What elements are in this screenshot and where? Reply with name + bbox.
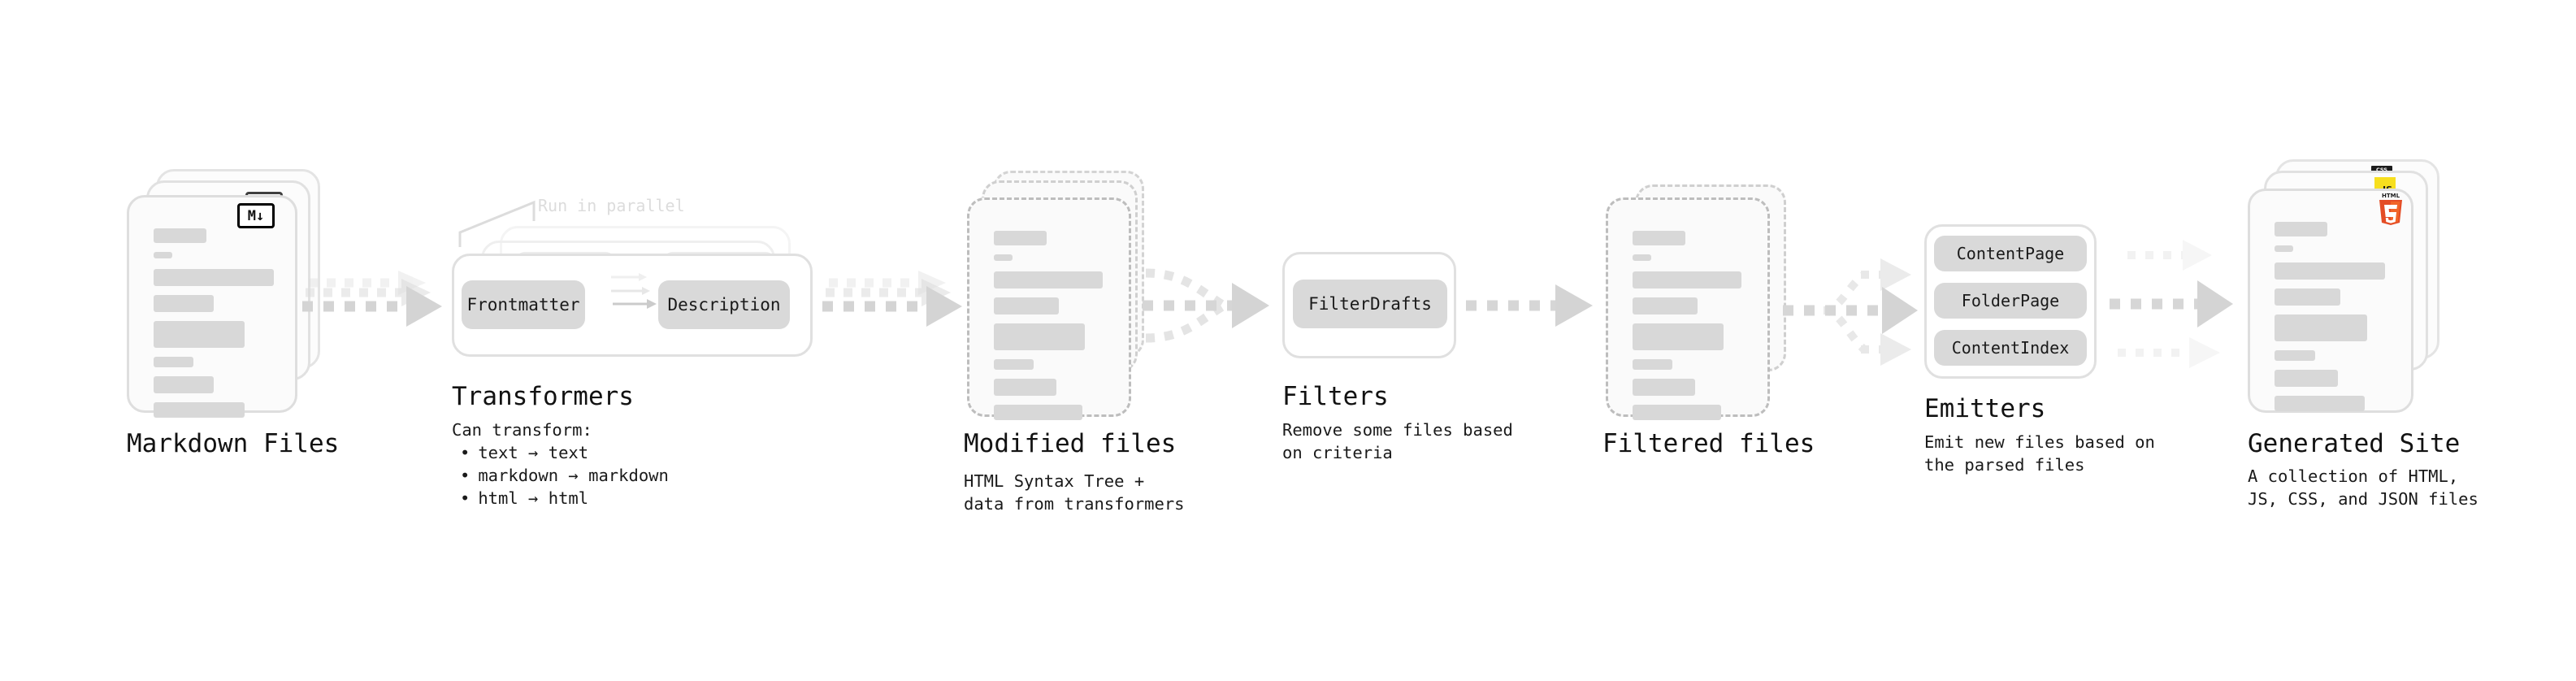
modified-files-subtitle: HTML Syntax Tree + data from transformer… <box>964 471 1185 514</box>
emitter-pill-contentpage[interactable]: ContentPage <box>1934 236 2087 271</box>
transformers-bullet-label-0: text → text <box>478 443 589 462</box>
bullet-dot: • <box>460 466 471 485</box>
stage-title-transformers: Transformers <box>452 382 634 411</box>
arrow-filtered-to-emitters-split <box>1776 236 1939 386</box>
bullet-dot: • <box>460 488 471 508</box>
bullet-dot: • <box>460 443 471 462</box>
transformers-bullet-2: • html → html <box>460 487 669 510</box>
stage-title-filtered-files: Filtered files <box>1602 429 1815 458</box>
stage-title-generated-site: Generated Site <box>2248 429 2461 458</box>
transformer-pill-frontmatter[interactable]: Frontmatter <box>462 280 585 329</box>
site-file-card <box>2248 189 2413 413</box>
transformers-bullet-label-2: html → html <box>478 488 589 508</box>
emitter-pill-contentindex[interactable]: ContentIndex <box>1934 330 2087 366</box>
site-file-skeleton <box>2275 222 2390 420</box>
svg-text:CSS: CSS <box>2376 167 2387 173</box>
html5-icon: HTML <box>2377 191 2405 225</box>
transformers-bullet-0: • text → text <box>460 441 669 464</box>
markdown-icon: M↓ <box>237 203 275 228</box>
stage-title-modified-files: Modified files <box>964 429 1177 458</box>
transformers-bullet-label-1: markdown → markdown <box>478 466 669 485</box>
filtered-file-card <box>1606 197 1770 420</box>
arrow-emitters-to-site <box>2110 229 2256 384</box>
transformers-bullet-1: • markdown → markdown <box>460 464 669 487</box>
markdown-file-card <box>127 195 297 418</box>
arrow-transformers-to-modified <box>822 268 977 349</box>
emitter-pill-folderpage[interactable]: FolderPage <box>1934 283 2087 319</box>
transformers-subtitle: Can transform: <box>452 420 592 440</box>
arrow-modified-to-filters-merge <box>1136 258 1290 364</box>
modified-file-skeleton <box>994 231 1108 429</box>
parallel-note-label: Run in parallel <box>538 196 685 215</box>
filters-subtitle: Remove some files based on criteria <box>1282 420 1513 462</box>
markdown-file-skeleton <box>154 228 274 427</box>
transformers-bullet-list: • text → text • markdown → markdown • ht… <box>460 441 669 510</box>
transformer-pill-description[interactable]: Description <box>658 280 790 329</box>
modified-file-card <box>967 197 1131 420</box>
stage-title-filters: Filters <box>1282 382 1389 411</box>
filter-pill-filterdrafts[interactable]: FilterDrafts <box>1293 280 1447 328</box>
stage-title-markdown-files: Markdown Files <box>127 429 340 458</box>
svg-text:HTML: HTML <box>2382 193 2400 199</box>
filtered-file-skeleton <box>1633 231 1746 429</box>
arrow-filters-to-filtered <box>1463 283 1607 340</box>
arrow-markdown-to-transformers <box>302 268 457 349</box>
stage-title-emitters: Emitters <box>1924 394 2046 423</box>
emitters-subtitle: Emit new files based on the parsed files <box>1924 432 2155 475</box>
generated-site-subtitle: A collection of HTML, JS, CSS, and JSON … <box>2248 466 2478 509</box>
